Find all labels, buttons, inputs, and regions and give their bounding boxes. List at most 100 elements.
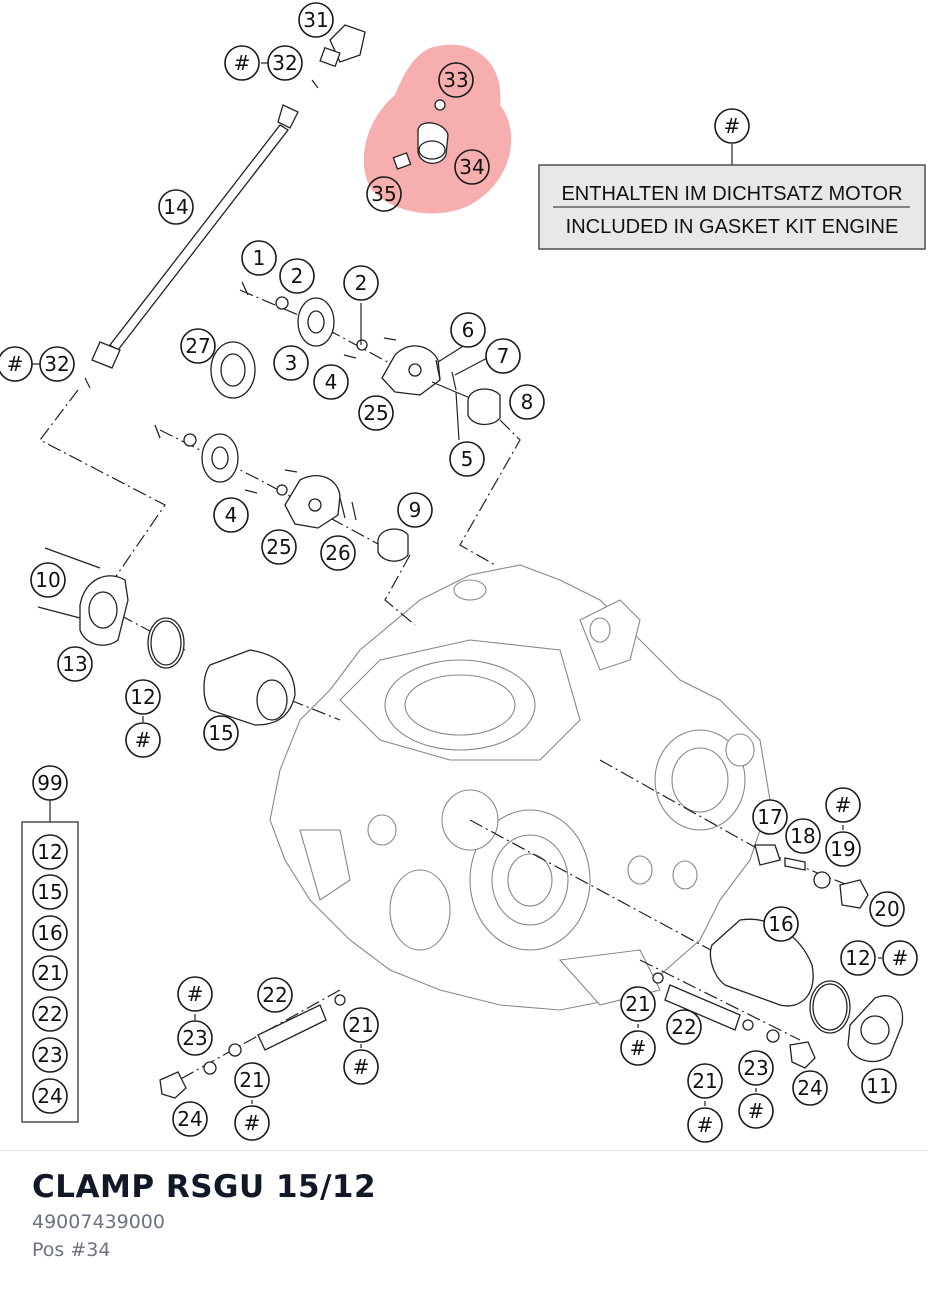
svg-text:12: 12 <box>845 946 870 970</box>
callout-13[interactable]: 13 <box>57 646 93 682</box>
svg-text:12: 12 <box>37 840 62 864</box>
svg-text:26: 26 <box>325 541 350 565</box>
callout-hash-21-lower[interactable]: # <box>234 1105 270 1141</box>
svg-text:2: 2 <box>291 264 304 288</box>
svg-text:33: 33 <box>443 68 468 92</box>
svg-text:4: 4 <box>225 503 238 527</box>
callout-22[interactable]: 22 <box>257 977 293 1013</box>
callout-18[interactable]: 18 <box>785 818 821 854</box>
callout-99-kit[interactable]: 99 <box>32 765 68 801</box>
callout-7[interactable]: 7 <box>485 338 521 374</box>
svg-text:22: 22 <box>37 1002 62 1026</box>
svg-text:13: 13 <box>62 652 87 676</box>
callout-24-right[interactable]: 24 <box>792 1070 828 1106</box>
callout-21-right-lower[interactable]: 21 <box>687 1063 723 1099</box>
callout-hash-21[interactable]: # <box>343 1049 379 1085</box>
kit-item-21[interactable]: 21 <box>32 955 68 991</box>
gasket-kit-note: ENTHALTEN IM DICHTSATZ MOTOR INCLUDED IN… <box>538 164 926 250</box>
callout-1[interactable]: 1 <box>241 240 277 276</box>
callout-2b[interactable]: 2 <box>343 265 379 301</box>
callout-33-highlighted[interactable]: 33 <box>438 62 474 98</box>
callout-6[interactable]: 6 <box>450 312 486 348</box>
svg-text:21: 21 <box>692 1069 717 1093</box>
callout-hash-gasket[interactable]: # <box>714 108 750 144</box>
svg-text:23: 23 <box>37 1043 62 1067</box>
callout-21[interactable]: 21 <box>343 1007 379 1043</box>
callout-25b[interactable]: 25 <box>261 529 297 565</box>
callout-4b[interactable]: 4 <box>213 497 249 533</box>
svg-text:#: # <box>244 1111 261 1135</box>
svg-text:12: 12 <box>130 685 155 709</box>
part-title: CLAMP RSGU 15/12 <box>32 1169 377 1205</box>
svg-text:24: 24 <box>37 1084 62 1108</box>
kit-item-16[interactable]: 16 <box>32 915 68 951</box>
svg-text:23: 23 <box>743 1056 768 1080</box>
callout-23[interactable]: 23 <box>177 1020 213 1056</box>
callout-labels: 31 # 32 33 34 35 14 1 2 2 27 3 4 6 7 8 2… <box>0 2 918 1143</box>
svg-text:21: 21 <box>625 992 650 1016</box>
callout-8[interactable]: 8 <box>509 384 545 420</box>
callout-12[interactable]: 12 <box>125 679 161 715</box>
callout-hash-19[interactable]: # <box>825 787 861 823</box>
callout-26[interactable]: 26 <box>320 535 356 571</box>
kit-item-12[interactable]: 12 <box>32 834 68 870</box>
callout-11[interactable]: 11 <box>861 1068 897 1104</box>
callout-20[interactable]: 20 <box>869 891 905 927</box>
callout-32[interactable]: 32 <box>267 45 303 81</box>
svg-text:14: 14 <box>163 195 188 219</box>
svg-text:25: 25 <box>266 535 291 559</box>
callout-22-right[interactable]: 22 <box>666 1009 702 1045</box>
kit-item-23[interactable]: 23 <box>32 1037 68 1073</box>
part-info-panel: CLAMP RSGU 15/12 49007439000 Pos #34 <box>0 1150 928 1291</box>
svg-text:22: 22 <box>262 983 287 1007</box>
callout-21-lower[interactable]: 21 <box>234 1062 270 1098</box>
part-position: Pos #34 <box>32 1239 111 1261</box>
svg-text:21: 21 <box>37 961 62 985</box>
callout-5[interactable]: 5 <box>449 441 485 477</box>
callout-hash-23[interactable]: # <box>177 976 213 1012</box>
callout-34-highlighted[interactable]: 34 <box>454 149 490 185</box>
svg-text:#: # <box>724 114 741 138</box>
svg-text:17: 17 <box>757 805 782 829</box>
callout-19[interactable]: 19 <box>825 831 861 867</box>
callout-4[interactable]: 4 <box>313 364 349 400</box>
svg-text:24: 24 <box>177 1107 202 1131</box>
callout-hash-23-right[interactable]: # <box>738 1093 774 1129</box>
callout-15[interactable]: 15 <box>203 715 239 751</box>
callout-35-highlighted[interactable]: 35 <box>366 176 402 212</box>
callout-3[interactable]: 3 <box>273 345 309 381</box>
callout-10[interactable]: 10 <box>30 562 66 598</box>
callout-21-right[interactable]: 21 <box>620 986 656 1022</box>
svg-text:22: 22 <box>671 1015 696 1039</box>
kit-item-24[interactable]: 24 <box>32 1078 68 1114</box>
svg-text:21: 21 <box>239 1068 264 1092</box>
svg-text:34: 34 <box>459 155 484 179</box>
callout-17[interactable]: 17 <box>752 799 788 835</box>
callout-hash-21-right-lower[interactable]: # <box>687 1107 723 1143</box>
callout-32-left[interactable]: 32 <box>39 346 75 382</box>
gasket-note-line2: INCLUDED IN GASKET KIT ENGINE <box>566 216 899 238</box>
callout-2[interactable]: 2 <box>279 258 315 294</box>
callout-12-right[interactable]: 12 <box>840 940 876 976</box>
svg-text:32: 32 <box>272 51 297 75</box>
callout-27[interactable]: 27 <box>180 328 216 364</box>
callout-16[interactable]: 16 <box>763 906 799 942</box>
callout-31[interactable]: 31 <box>298 2 334 38</box>
svg-text:5: 5 <box>461 447 474 471</box>
kit-item-15[interactable]: 15 <box>32 874 68 910</box>
callout-hash-12[interactable]: # <box>125 722 161 758</box>
callout-24-left[interactable]: 24 <box>172 1101 208 1137</box>
gasket-note-line1: ENTHALTEN IM DICHTSATZ MOTOR <box>561 183 902 205</box>
kit-item-22[interactable]: 22 <box>32 996 68 1032</box>
svg-text:11: 11 <box>866 1074 891 1098</box>
svg-text:18: 18 <box>790 824 815 848</box>
callout-hash-21-right[interactable]: # <box>620 1030 656 1066</box>
callout-hash[interactable]: # <box>224 45 260 81</box>
callout-23-right[interactable]: 23 <box>738 1050 774 1086</box>
callout-hash-12-right[interactable]: # <box>882 940 918 976</box>
callout-25[interactable]: 25 <box>358 395 394 431</box>
callout-hash-left[interactable]: # <box>0 346 33 382</box>
svg-text:#: # <box>835 793 852 817</box>
callout-14[interactable]: 14 <box>158 189 194 225</box>
callout-9[interactable]: 9 <box>397 492 433 528</box>
